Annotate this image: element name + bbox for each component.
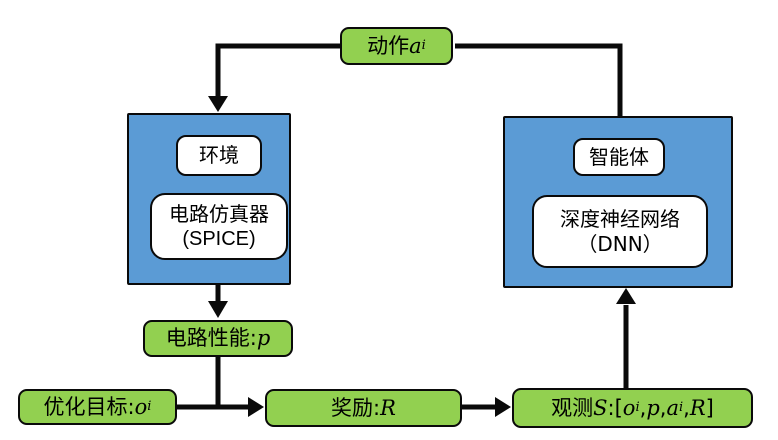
dnn-line1: 深度神经网络: [560, 206, 680, 231]
spice-simulator-box: 电路仿真器 (SPICE): [150, 193, 288, 260]
spice-simulator-line2: (SPICE): [182, 227, 256, 250]
reward-box: 奖励:R: [265, 389, 462, 427]
environment-label-box: 环境: [176, 135, 262, 176]
arrow-objective-to-reward-head: [248, 397, 264, 417]
spice-simulator-line1: 电路仿真器: [169, 201, 269, 226]
arrow-action-to-environment-line: [215, 43, 340, 98]
dnn-line2: （DNN）: [577, 231, 663, 256]
circuit-performance-box: 电路性能:p: [143, 320, 293, 357]
arrow-agent-to-action: [455, 43, 623, 116]
agent-label-box: 智能体: [573, 138, 665, 176]
arrow-reward-to-observation-head: [495, 397, 511, 417]
arrow-observation-to-agent-head: [616, 288, 636, 304]
arrow-environment-to-performance-head: [208, 301, 228, 318]
dnn-box: 深度神经网络 （DNN）: [532, 195, 708, 268]
arrow-action-to-environment-head: [208, 96, 228, 112]
